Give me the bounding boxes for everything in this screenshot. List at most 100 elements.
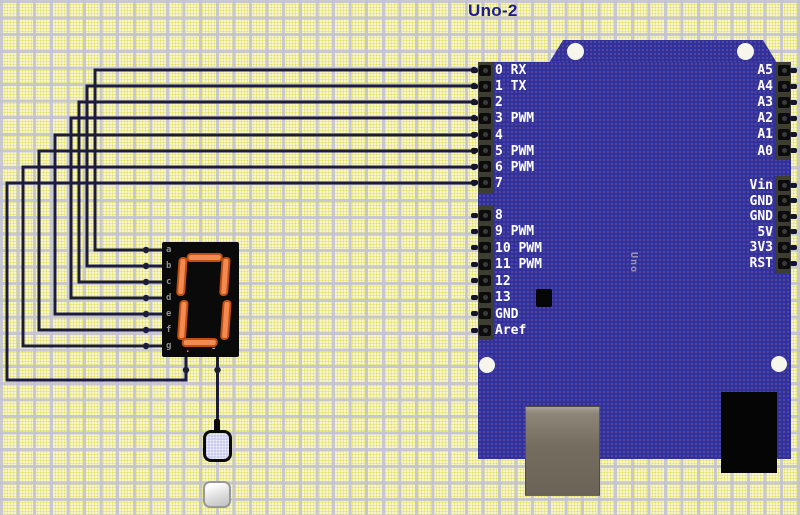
pin-5-pwm-stub xyxy=(471,148,478,154)
display-pin-f-label: f xyxy=(166,325,172,335)
header-strip-digital-lower xyxy=(478,206,494,340)
pin-5v-hole xyxy=(781,229,787,235)
pin-gnd-hole xyxy=(482,311,488,317)
gray-terminal-pad[interactable] xyxy=(203,481,231,508)
pin-a1-label: A1 xyxy=(757,127,773,143)
pin-2-label: 2 xyxy=(495,95,503,111)
pin-11-pwm-label: 11 PWM xyxy=(495,257,542,273)
pin-2-stub xyxy=(471,99,478,105)
display-pin-d-label: d xyxy=(166,293,172,303)
pin-6-pwm-hole xyxy=(482,164,488,170)
pin-4-stub xyxy=(471,132,478,138)
pin-10-pwm-label: 10 PWM xyxy=(495,240,542,256)
pin-1-tx-stub xyxy=(471,83,478,89)
board-name-label[interactable]: Uno-2 xyxy=(468,1,518,20)
pin-vin-hole xyxy=(781,182,787,188)
pin-a4-label: A4 xyxy=(757,79,773,95)
pin-vin-stub xyxy=(790,182,797,188)
wire-junction-dot xyxy=(142,342,150,350)
pin-3v3-label: 3V3 xyxy=(749,240,773,256)
display-pin-dp-label: . xyxy=(185,345,191,355)
pin-gnd-stub xyxy=(790,213,797,219)
pin-7-stub xyxy=(471,180,478,186)
segment-a xyxy=(186,253,223,262)
pin-a1-stub xyxy=(790,131,797,137)
pin-rst-label: RST xyxy=(749,256,773,271)
pin-gnd-stub xyxy=(471,311,478,317)
wire-d4-e[interactable] xyxy=(53,133,474,316)
display-pin-a-label: a xyxy=(166,245,172,255)
pin-3-pwm-stub xyxy=(471,115,478,121)
pin-a0-label: A0 xyxy=(757,143,773,159)
pin-9-pwm-hole xyxy=(482,228,488,234)
wire-d0-a[interactable] xyxy=(93,68,474,252)
pin-a0-hole xyxy=(781,148,787,153)
pin-a1-hole xyxy=(781,131,787,137)
wire-junction-dot xyxy=(142,326,150,334)
pin-a5-label: A5 xyxy=(757,63,773,78)
pin-a2-label: A2 xyxy=(757,111,773,127)
pin-gnd-label: GND xyxy=(749,193,773,209)
board-top-tab xyxy=(549,40,777,63)
blue-terminal-pad[interactable] xyxy=(203,430,232,462)
pin-12-stub xyxy=(471,278,478,284)
segment-d xyxy=(181,338,219,347)
wire-d3-d[interactable] xyxy=(69,116,474,300)
pin-a2-stub xyxy=(790,115,797,121)
pin-9-pwm-label: 9 PWM xyxy=(495,224,535,240)
wire-junction-dot xyxy=(142,262,150,270)
pin-10-pwm-hole xyxy=(482,245,488,251)
pin-7-label: 7 xyxy=(495,175,503,191)
pin-11-pwm-stub xyxy=(471,261,478,267)
display-pin-b-label: b xyxy=(166,261,172,271)
pin-gnd-label: GND xyxy=(749,209,773,225)
wire-d2-c[interactable] xyxy=(77,100,474,284)
pin-a4-stub xyxy=(790,83,797,89)
pin-gnd-label: GND xyxy=(495,306,519,322)
pin-rst-hole xyxy=(781,260,787,266)
pin-11-pwm-hole xyxy=(482,261,488,267)
display-pin-e-label: e xyxy=(166,309,172,319)
board-silkscreen-text: Uno xyxy=(628,251,640,274)
pin-aref-label: Aref xyxy=(495,323,527,338)
pin-8-label: 8 xyxy=(495,208,503,223)
pin-vin-label: Vin xyxy=(749,178,773,193)
pin-4-hole xyxy=(482,132,488,138)
pin-3-pwm-label: 3 PWM xyxy=(495,111,535,127)
pin-gnd-hole xyxy=(781,213,787,219)
pad-connector-line xyxy=(217,462,218,482)
pin-10-pwm-stub xyxy=(471,245,478,251)
pin-13-stub xyxy=(471,294,478,300)
pin-a5-hole xyxy=(781,67,787,73)
mounting-hole-top-left xyxy=(567,43,584,60)
wire-d7-dp[interactable] xyxy=(5,181,474,382)
pin-9-pwm-stub xyxy=(471,228,478,234)
pin-5v-stub xyxy=(790,229,797,235)
pin-6-pwm-stub xyxy=(471,164,478,170)
pin-a3-label: A3 xyxy=(757,95,773,111)
pin-12-hole xyxy=(482,278,488,284)
wire-d6-g[interactable] xyxy=(21,165,474,348)
mounting-hole-top-right xyxy=(737,43,754,60)
pin-rst-stub xyxy=(790,260,797,266)
pin-8-stub xyxy=(471,212,478,218)
display-pin-g-label: g xyxy=(166,341,172,351)
smd-component xyxy=(536,289,552,307)
wire-d5-f[interactable] xyxy=(37,149,474,332)
pin-0-rx-label: 0 RX xyxy=(495,63,527,78)
pin-gnd-stub xyxy=(790,198,797,204)
pin-0-rx-stub xyxy=(471,67,478,73)
display-pin-c-label: c xyxy=(166,277,172,287)
pin-a2-hole xyxy=(781,115,787,121)
mounting-hole-bottom-left xyxy=(479,357,495,373)
pin-5v-label: 5V xyxy=(757,224,773,240)
pin-13-hole xyxy=(482,294,488,300)
pin-gnd-hole xyxy=(781,198,787,204)
pin-3-pwm-hole xyxy=(482,115,488,121)
wire-d1-b[interactable] xyxy=(85,84,474,268)
power-jack xyxy=(721,392,777,473)
pin-4-label: 4 xyxy=(495,127,503,143)
wire-junction-dot xyxy=(182,366,190,374)
pin-8-hole xyxy=(482,212,488,218)
